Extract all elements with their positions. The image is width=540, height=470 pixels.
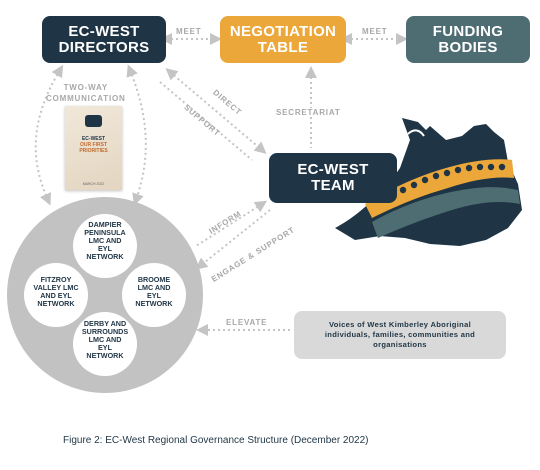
elevate-label: ELEVATE — [226, 318, 268, 327]
booklet-cover: EC-WEST OUR FIRST PRIORITIES MARCH 2022 — [65, 106, 122, 190]
broome-network: BROOME LMC AND EYL NETWORK — [135, 275, 173, 309]
meet-label-right: MEET — [362, 27, 388, 36]
negotiation-table-box: NEGOTIATION TABLE — [220, 16, 346, 63]
fitzroy-network: FITZROY VALLEY LMC AND EYL NETWORK — [33, 275, 79, 309]
booklet-subtitle: OUR FIRST PRIORITIES — [79, 142, 108, 154]
voices-box: Voices of West Kimberley Aboriginal indi… — [294, 311, 506, 359]
booklet-logo-icon — [85, 115, 102, 127]
derby-network: DERBY AND SURROUNDS LMC AND EYL NETWORK — [81, 319, 129, 361]
team-box: EC-WEST TEAM — [269, 153, 397, 203]
funding-bodies-box: FUNDING BODIES — [406, 16, 530, 63]
dampier-network: DAMPIER PENINSULA LMC AND EYL NETWORK — [84, 220, 126, 262]
booklet-title: EC-WEST — [81, 136, 106, 142]
wave-illustration — [335, 118, 522, 246]
network-circle — [7, 197, 203, 393]
meet-label-left: MEET — [176, 27, 202, 36]
figure-caption: Figure 2: EC-West Regional Governance St… — [63, 435, 369, 446]
booklet-date: MARCH 2022 — [82, 182, 105, 186]
secretariat-label: SECRETARIAT — [274, 108, 343, 117]
directors-box: EC-WEST DIRECTORS — [42, 16, 166, 63]
two-way-label: TWO-WAY COMMUNICATION — [46, 83, 126, 103]
